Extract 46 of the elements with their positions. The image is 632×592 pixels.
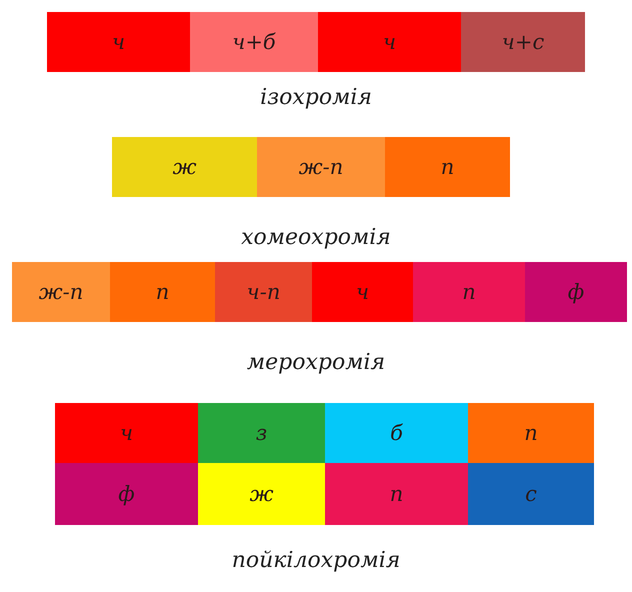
color-cell <box>525 262 627 322</box>
color-cell <box>325 403 468 463</box>
color-code: з <box>256 421 268 445</box>
color-cell <box>55 463 198 525</box>
color-cell <box>325 463 468 525</box>
color-cell <box>112 137 257 197</box>
color-code: б <box>390 421 403 445</box>
color-code: ф <box>118 482 135 506</box>
color-code: ч <box>356 280 370 304</box>
color-code: ч+б <box>232 30 276 54</box>
color-cell <box>318 12 461 72</box>
color-cell <box>312 262 413 322</box>
color-code: ч <box>382 30 396 54</box>
color-cell <box>385 137 510 197</box>
color-cell <box>47 12 190 72</box>
color-code: с <box>525 482 537 506</box>
color-cell <box>257 137 385 197</box>
color-cell <box>55 403 198 463</box>
color-code: ч <box>120 421 134 445</box>
band-caption: ізохромія <box>260 85 372 110</box>
color-cell <box>215 262 312 322</box>
band-caption: хомеохромія <box>241 225 391 250</box>
color-code: п <box>524 421 538 445</box>
color-code: ч <box>112 30 126 54</box>
color-code: ф <box>568 280 584 304</box>
color-cell <box>198 403 325 463</box>
color-cell <box>198 463 325 525</box>
color-code: п <box>156 280 170 304</box>
color-code: ч-п <box>246 280 280 304</box>
color-code: ж <box>250 482 274 506</box>
color-cell <box>190 12 318 72</box>
color-code: ж-п <box>298 155 344 179</box>
color-code: ж <box>172 155 196 179</box>
color-code: п <box>390 482 404 506</box>
color-cell <box>110 262 215 322</box>
color-cell <box>413 262 525 322</box>
color-cell <box>12 262 110 322</box>
color-code: ж-п <box>38 280 84 304</box>
color-cell <box>461 12 585 72</box>
color-code: п <box>440 155 454 179</box>
color-code: п <box>462 280 476 304</box>
band-caption: пойкілохромія <box>232 548 400 573</box>
color-cell <box>468 463 594 525</box>
color-cell <box>468 403 594 463</box>
band-caption: мерохромія <box>246 350 386 375</box>
color-code: ч+с <box>502 30 544 54</box>
